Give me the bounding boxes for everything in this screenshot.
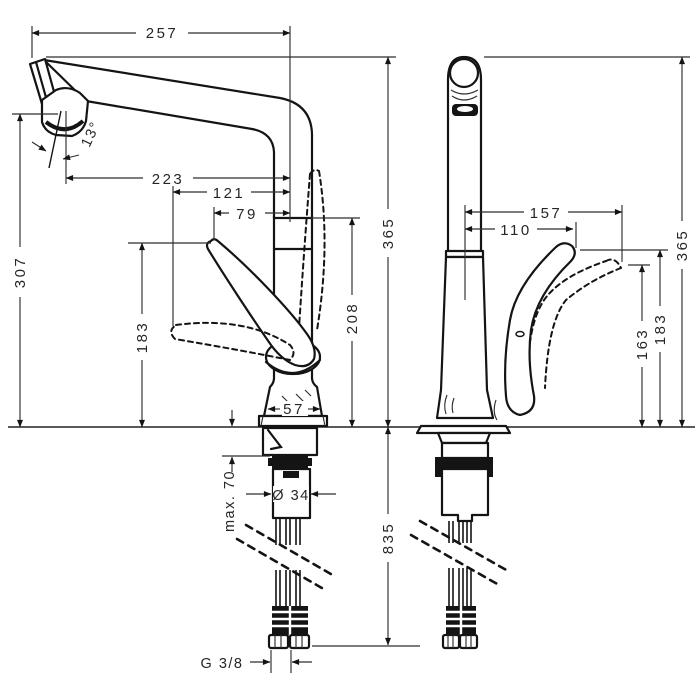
dim-front-overall-height: 365 (380, 217, 397, 250)
dim-hose-thread: G 3/8 (201, 656, 244, 672)
hose-break-lines (235, 523, 338, 593)
front-handle-lever (205, 238, 316, 368)
side-handle-open-dashed (526, 258, 622, 389)
dim-spout-outlet-height: 307 (12, 256, 29, 289)
dim-aerator-reach: 223 (152, 171, 185, 188)
front-spout (42, 58, 314, 220)
front-undercounter-hardware (235, 426, 338, 650)
side-handle-lever (504, 242, 576, 417)
side-hose-break-lines (409, 519, 510, 587)
side-mounting-nut (435, 457, 493, 469)
front-mounting-nut (272, 456, 308, 469)
front-hoses (275, 518, 301, 606)
dim-side-handle-height: 183 (652, 313, 669, 346)
dimension-lines (12, 26, 690, 673)
dim-side-handle-open-height: 163 (634, 328, 651, 361)
dim-side-handle-open-reach: 157 (530, 205, 563, 222)
dim-side-overall-height: 365 (674, 229, 691, 262)
side-view-faucet (409, 55, 622, 650)
dim-body-height: 208 (344, 302, 361, 335)
side-body (435, 255, 495, 420)
front-handle-raised-dashed (298, 169, 326, 331)
front-mount-box (261, 426, 319, 457)
dimension-labels: 257 223 121 79 13° 307 183 365 208 57 ma… (11, 24, 691, 672)
dim-base-width: 57 (283, 401, 305, 418)
side-hoses (448, 521, 472, 606)
dim-handle-swing-reach: 121 (213, 185, 246, 202)
dim-front-handle-height: 183 (134, 321, 151, 354)
side-shank (440, 467, 490, 523)
dim-shank-diameter: Ø 34 (272, 488, 309, 504)
dim-side-handle-reach: 110 (500, 222, 531, 239)
side-spout-ball (448, 57, 480, 89)
dim-hose-length: 835 (380, 522, 397, 555)
water-stream-line (48, 110, 62, 169)
front-handle-swung-dashed (170, 321, 295, 362)
dim-handle-reach: 79 (236, 206, 258, 223)
dim-max-counter-thickness: max. 70 (222, 470, 238, 532)
front-view-faucet (28, 57, 329, 428)
dim-overall-reach: 257 (146, 25, 179, 42)
